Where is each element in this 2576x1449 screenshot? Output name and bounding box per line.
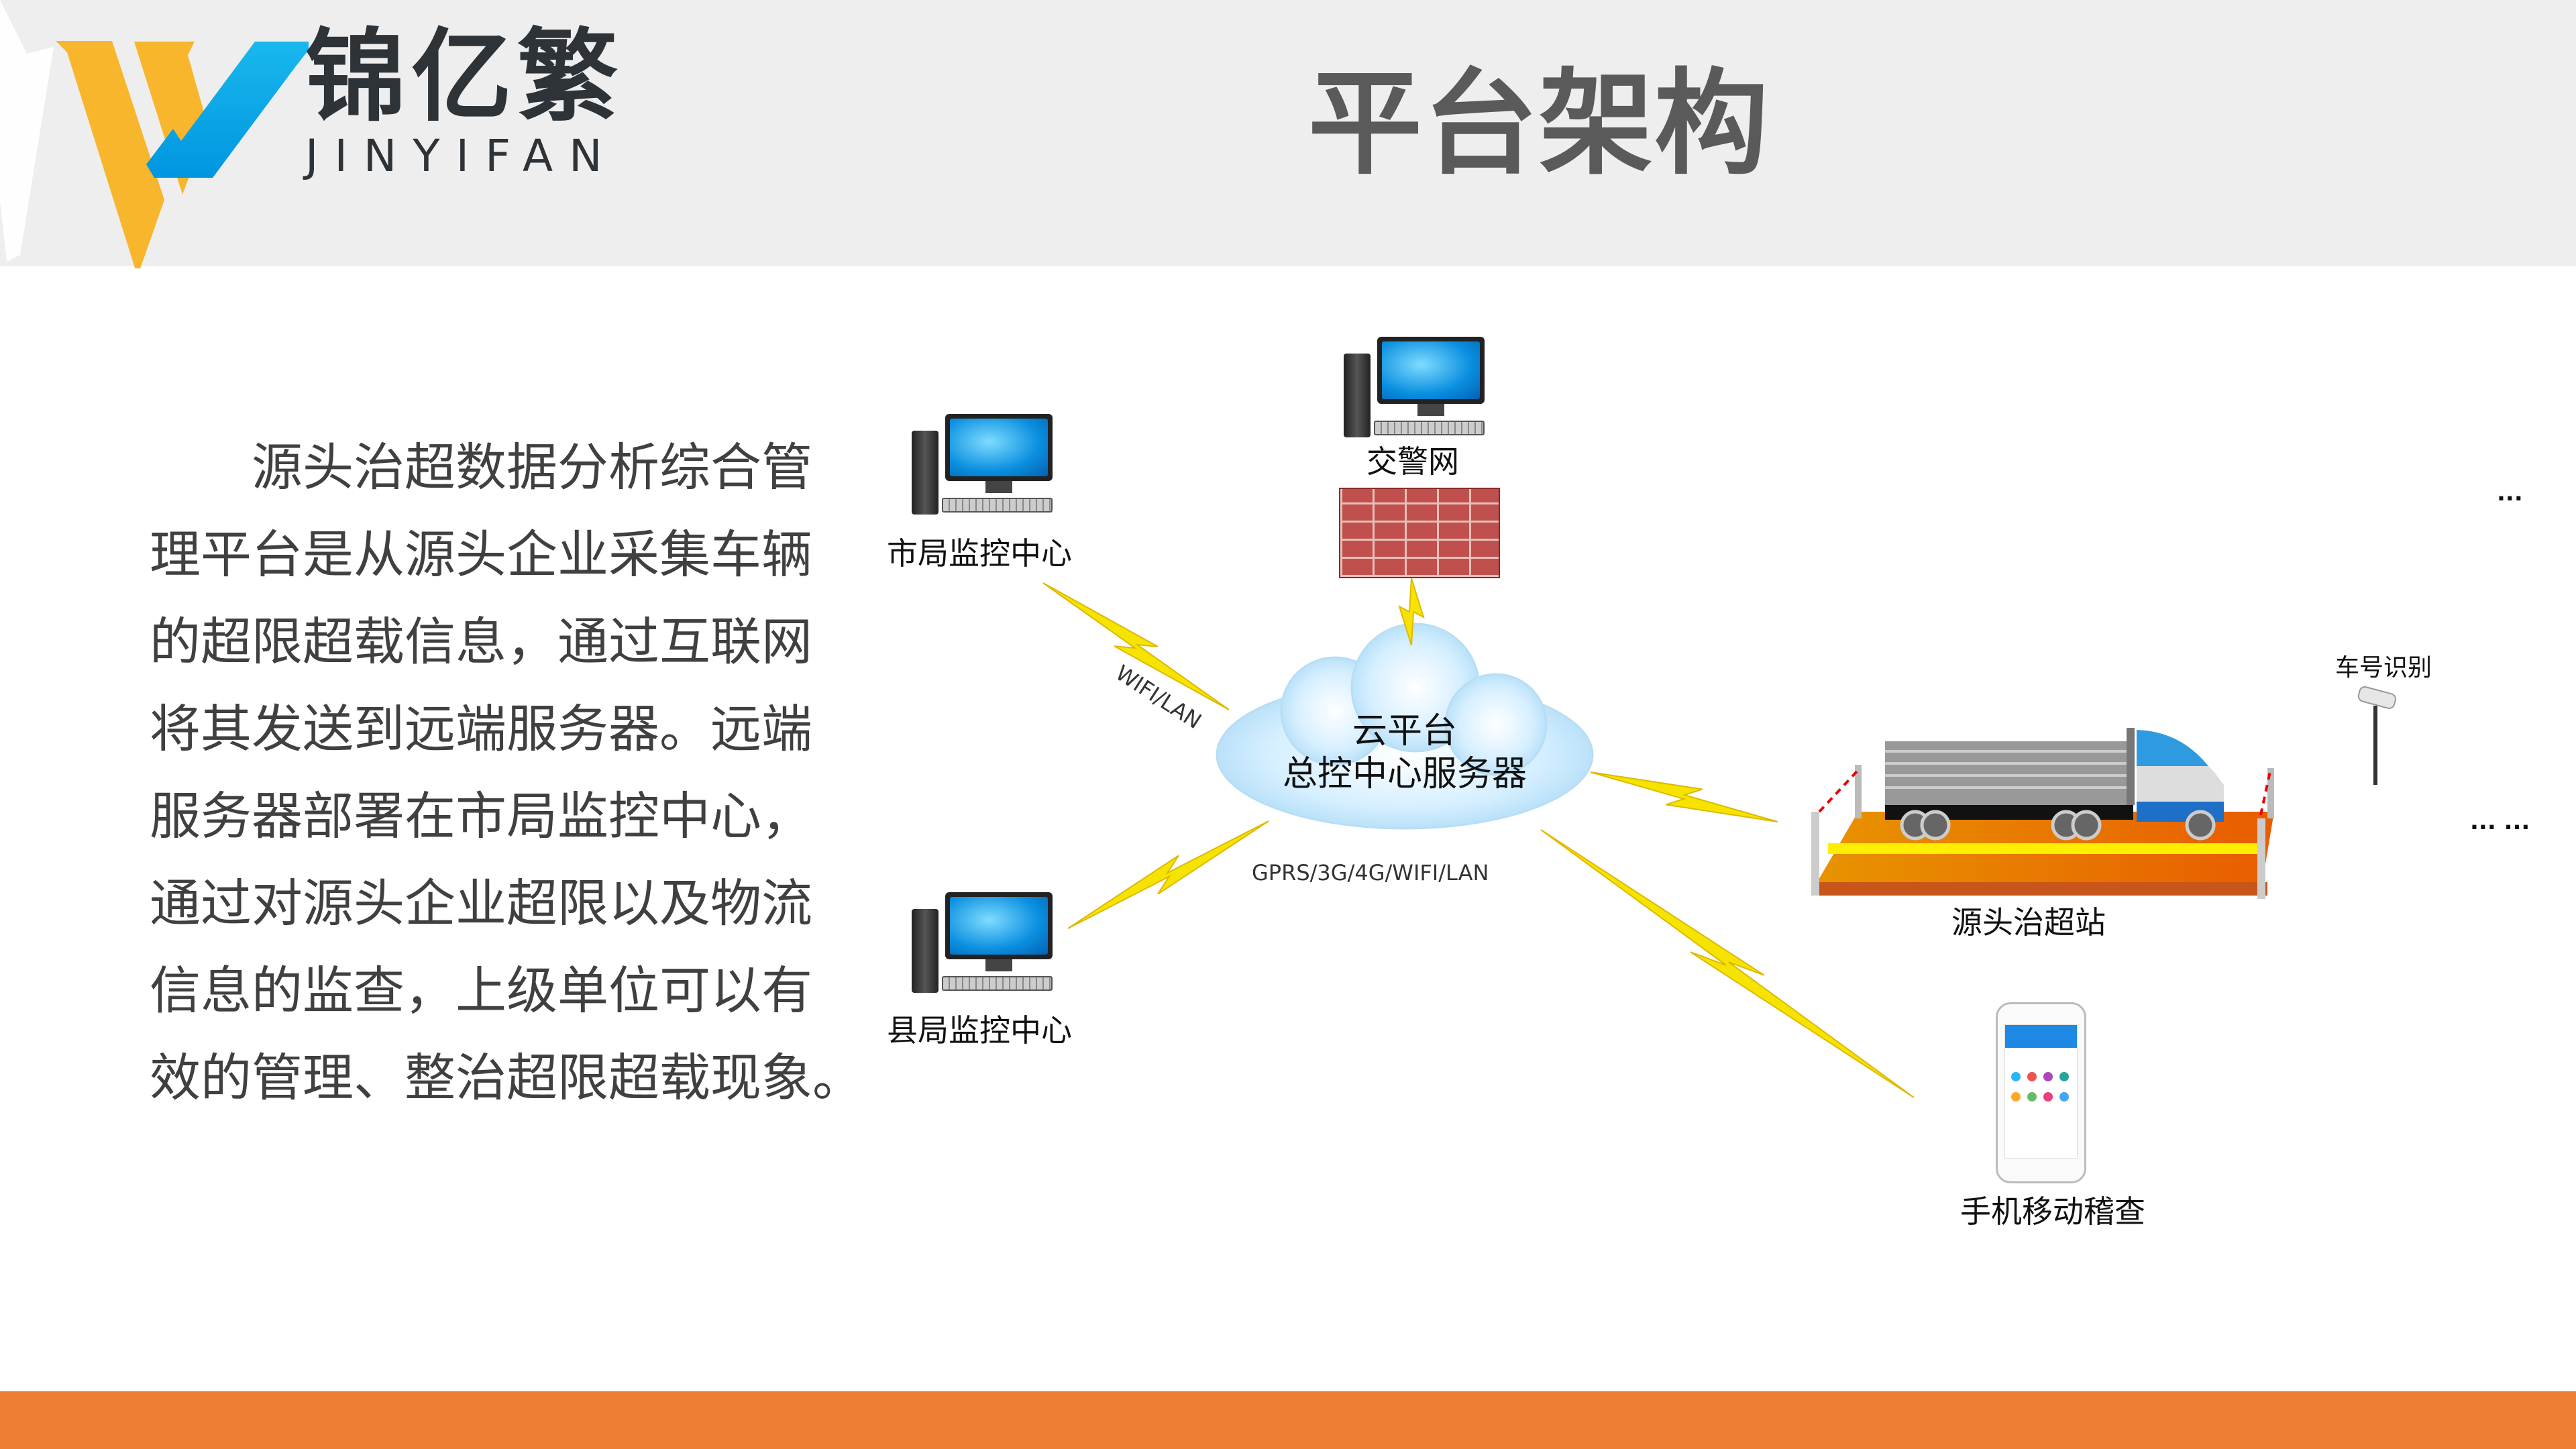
description-line: 理平台是从源头企业采集车辆: [150, 525, 812, 584]
brand-name-cn: 锦亿繁: [305, 19, 624, 136]
description-line: 通过对源头企业超限以及物流: [150, 873, 812, 933]
county-monitor-computer-icon: [912, 892, 1053, 1000]
cloud-subtitle: 总控中心服务器: [1282, 754, 1527, 794]
city-center-label: 市局监控中心: [887, 535, 1072, 572]
traffic-police-label: 交警网: [1366, 443, 1459, 480]
more-ellipsis-top: ...: [2497, 480, 2523, 506]
logo-mark: [0, 0, 309, 268]
brand-name-en: JINYIFAN: [305, 130, 619, 182]
description-line: 将其发送到远端服务器。远端: [150, 699, 812, 759]
more-ellipsis-bottom: ... ...: [2470, 808, 2530, 835]
lightning-bolt-icon: [1540, 829, 1915, 1098]
description-line: 服务器部署在市局监控中心，: [150, 786, 812, 846]
footer-bar: [0, 1391, 2576, 1449]
description-line: 信息的监查，上级单位可以有: [150, 961, 812, 1020]
city-monitor-computer-icon: [912, 414, 1053, 521]
cloud-title: 云平台: [1352, 711, 1458, 751]
station-label: 源头治超站: [1951, 904, 2106, 941]
firewall-icon: [1339, 488, 1500, 578]
lightning-bolt-icon: [1398, 578, 1425, 646]
description-line: 效的管理、整治超限超载现象。: [150, 1048, 863, 1108]
header: [0, 0, 2576, 266]
gprs-label: GPRS/3G/4G/WIFI/LAN: [1252, 860, 1489, 885]
description-line: 的超限超载信息，通过互联网: [150, 612, 812, 672]
mobile-phone-icon: [1996, 1002, 2086, 1183]
mobile-label: 手机移动稽查: [1960, 1193, 2145, 1230]
county-center-label: 县局监控中心: [887, 1012, 1072, 1049]
lightning-bolt-icon: [1042, 582, 1230, 710]
description-text: 源头治超数据分析综合管 理平台是从源头企业采集车辆 的超限超载信息，通过互联网 …: [150, 424, 863, 1122]
traffic-police-computer-icon: [1344, 337, 1485, 444]
description-line: 源头治超数据分析综合管: [252, 437, 812, 497]
weigh-station-truck-icon: [1811, 728, 2274, 899]
plate-recognition-label: 车号识别: [2334, 654, 2432, 682]
cloud-server-label: 云平台 总控中心服务器: [1283, 710, 1527, 796]
lightning-bolt-icon: [1067, 820, 1269, 929]
camera-icon: [2357, 686, 2396, 785]
cloud-icon: [1216, 623, 1594, 830]
lightning-bolt-icon: [1590, 771, 1778, 822]
page-title: 平台架构: [1308, 58, 1770, 191]
